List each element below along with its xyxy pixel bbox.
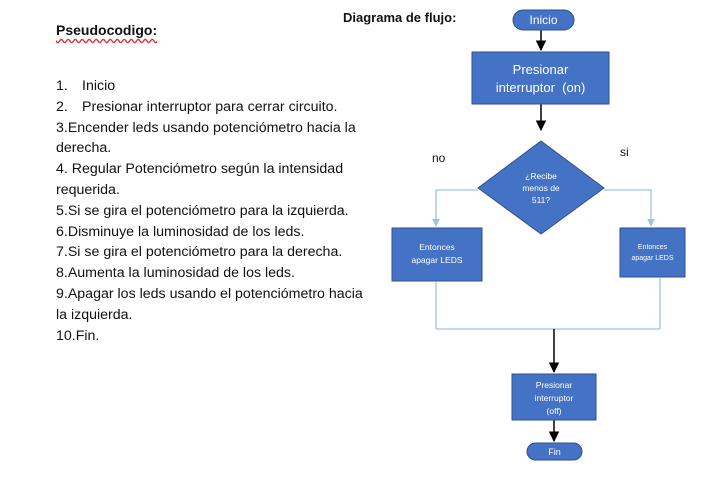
left-action-line1: Entonces (419, 242, 454, 252)
pseudocode-step: 1. Inicio (56, 76, 376, 97)
press-off-line1: Presionar (536, 380, 573, 390)
start-label: Inicio (529, 13, 557, 27)
pseudocode-title: Pseudocodigo: (56, 22, 158, 38)
right-action-line1: Entonces (638, 244, 668, 251)
press-off-node: Presionar interruptor (off) (511, 373, 597, 421)
press-off-line3: (off) (547, 406, 562, 416)
step-text: Presionar interruptor para cerrar circui… (82, 98, 338, 115)
step-number: 2. (56, 98, 68, 115)
flowchart-title: Diagrama de flujo: (343, 10, 457, 25)
pseudocode-step: 3.Encender leds usando potenciómetro hac… (56, 119, 356, 157)
right-action-node: Entonces apagar LEDS (619, 227, 686, 278)
press-on-node: Presionar interruptor (on) (471, 51, 610, 105)
left-action-node: Entonces apagar LEDS (391, 227, 483, 282)
branch-label-yes: si (620, 145, 629, 159)
decision-label-line3: 511? (532, 195, 551, 205)
branch-line-no (432, 189, 478, 227)
pseudocode-step: 8.Aumenta la luminosidad de los leds. (56, 265, 295, 282)
decision-label-line1: ¿Recibe (525, 171, 557, 181)
pseudocode-step: 9.Apagar los leds usando el potenciómetr… (56, 285, 363, 323)
pseudocode-step: 4. Regular Potenciómetro según la intens… (56, 161, 344, 198)
press-on-label-line2: interruptor (on) (496, 80, 586, 95)
pseudocode-step: 10.Fin. (56, 327, 100, 344)
press-on-label-line1: Presionar (513, 62, 569, 77)
pseudocode-step: 7.Si se gira el potenciómetro para la de… (56, 244, 343, 261)
pseudocode-step: 2. Presionar interruptor para cerrar circ… (56, 97, 376, 118)
decision-node: ¿Recibe menos de 511? (477, 140, 605, 235)
left-action-line2: apagar LEDS (411, 255, 462, 265)
press-off-line2: interruptor (535, 393, 574, 403)
pseudocode-list: 1. Inicio 2. Presionar interruptor para ce… (56, 76, 376, 346)
right-action-line2: apagar LEDS (631, 255, 673, 262)
branch-line-yes (604, 189, 655, 227)
step-text: Inicio (82, 78, 116, 94)
pseudocode-step: 5.Si se gira el potenciómetro para la iz… (56, 202, 349, 219)
step-number: 1. (56, 78, 68, 94)
branch-label-no: no (432, 151, 446, 165)
end-node: Fin (526, 442, 583, 461)
end-label: Fin (548, 447, 561, 457)
decision-label-line2: menos de (522, 183, 560, 193)
start-node: Inicio (512, 9, 575, 31)
pseudocode-step: 6.Disminuye la luminosidad de los leds. (56, 223, 305, 240)
